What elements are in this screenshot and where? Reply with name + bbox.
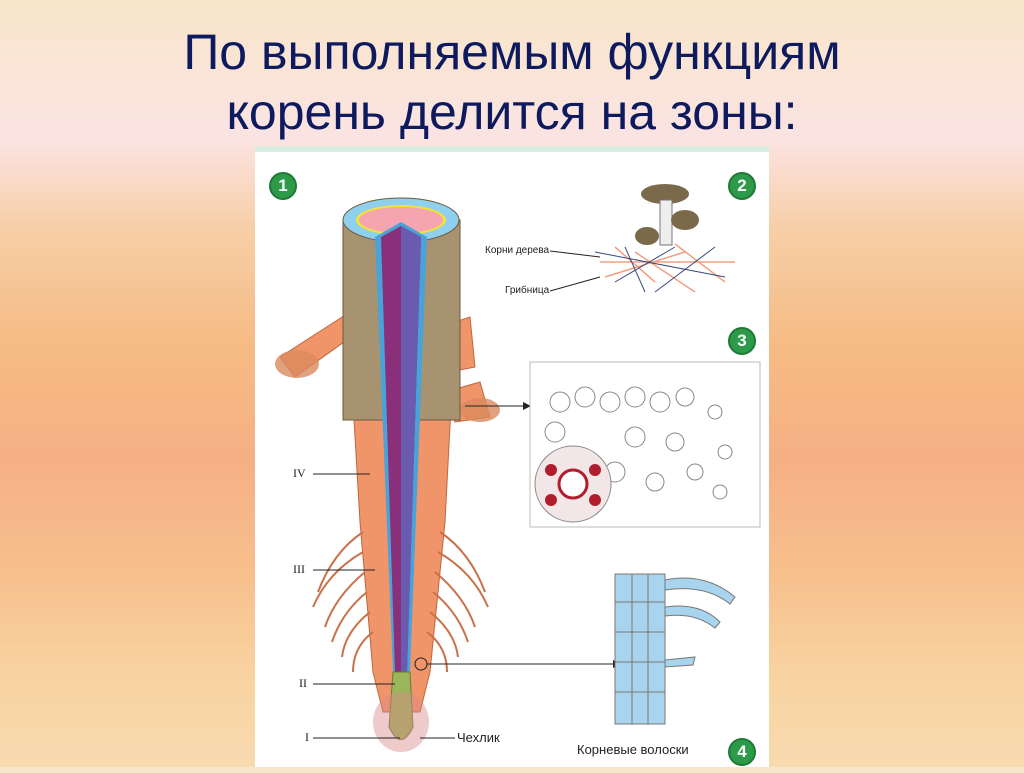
title-line-1: По выполняемым функциям (183, 24, 841, 80)
label-tree-roots: Корни дерева (485, 245, 550, 256)
badge-3: 3 (728, 327, 756, 355)
zone-label-iii: III (293, 562, 305, 576)
root-illustration (275, 184, 761, 752)
caption-root-hairs: Корневые волоски (577, 742, 689, 757)
slide-title: По выполняемым функциям корень делится н… (0, 22, 1024, 142)
root-hairs-illustration (614, 573, 736, 725)
mycorrhiza-illustration (549, 184, 735, 293)
zone-label-iv: IV (293, 466, 306, 480)
root-diagram-panel: 1 2 3 4 Корни дерева Грибница IV III II … (255, 146, 769, 767)
badge-4: 4 (728, 738, 756, 766)
label-root-cap: Чехлик (457, 730, 500, 745)
zone-label-ii: II (299, 676, 307, 690)
root-cross-section (529, 361, 761, 528)
title-line-2: корень делится на зоны: (226, 84, 798, 140)
badge-1: 1 (269, 172, 297, 200)
badge-2: 2 (728, 172, 756, 200)
root-longitudinal-section (275, 197, 621, 752)
label-mycelium: Грибница (505, 285, 550, 296)
zone-label-i: I (305, 730, 309, 744)
